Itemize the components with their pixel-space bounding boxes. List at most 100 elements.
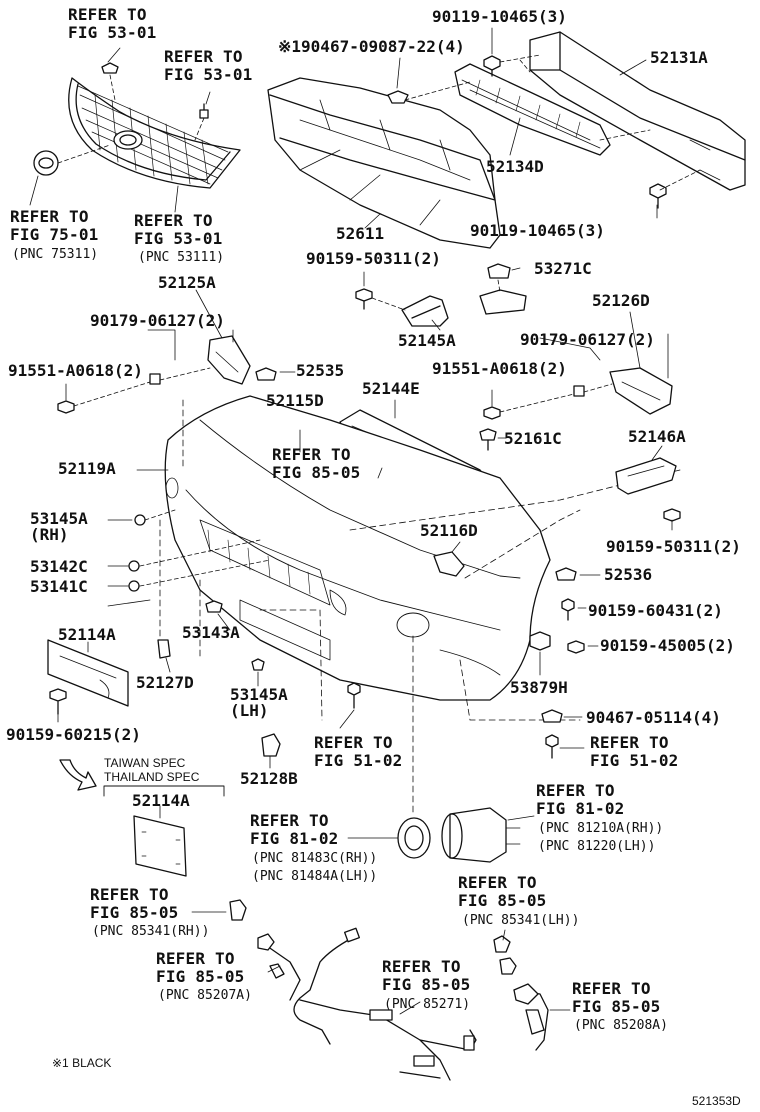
spec-arrow xyxy=(59,759,97,791)
license-plate-bracket-spec xyxy=(133,815,187,877)
footnote-black: ※1 BLACK xyxy=(52,1056,112,1070)
part-number-53141C: 53141C xyxy=(30,577,88,596)
pnc-fog-lamp-lh: (PNC 81220(LH)) xyxy=(538,839,656,854)
part-number-52536: 52536 xyxy=(604,565,653,584)
part-number-53145A-rh: 53145A xyxy=(30,509,88,528)
bracket-52116D xyxy=(433,551,465,577)
part-number-53142C: 53142C xyxy=(30,557,88,576)
part-number-52126D: 52126D xyxy=(592,291,650,310)
bolt-refer-51-02-right xyxy=(545,734,559,759)
part-number-91551-A0618-left: 91551-A0618(2) xyxy=(8,361,143,380)
screw-91551-left xyxy=(57,400,75,414)
rivet-90467 xyxy=(387,90,409,104)
part-number-52134D: 52134D xyxy=(486,157,544,176)
part-number-52611: 52611 xyxy=(336,224,385,243)
bracket-52146A xyxy=(615,457,677,495)
bumper-support-lower xyxy=(454,63,611,156)
clip-53142C xyxy=(128,560,140,572)
retainer-52145A xyxy=(401,295,449,327)
pnc-grille: (PNC 53111) xyxy=(138,250,225,265)
radiator-grille xyxy=(68,77,241,189)
pnc-harness-85207A: (PNC 85207A) xyxy=(158,988,252,1003)
pnc-fog-lamp-rh: (PNC 81210A(RH)) xyxy=(538,821,664,836)
part-number-90179-06127-left: 90179-06127(2) xyxy=(90,311,225,330)
part-number-90179-06127-right: 90179-06127(2) xyxy=(520,330,655,349)
part-number-90159-60431: 90159-60431(2) xyxy=(588,601,723,620)
bracket-52127D xyxy=(157,639,171,659)
part-number-52131A: 52131A xyxy=(650,48,708,67)
license-plate-bracket-52114A xyxy=(47,639,129,707)
spec-note-thailand: THAILAND SPEC xyxy=(104,770,200,784)
sensor-harness-85271 xyxy=(293,927,477,1081)
pnc-harness-85271: (PNC 85271) xyxy=(384,997,471,1012)
bolt-refer-51-02-center xyxy=(347,682,361,709)
clip-90179-left xyxy=(149,373,161,385)
part-number-52535: 52535 xyxy=(296,361,345,380)
pnc-harness-85208A: (PNC 85208A) xyxy=(574,1018,668,1033)
part-number-52114A: 52114A xyxy=(58,625,116,644)
bolt-90159-50311 xyxy=(355,288,373,310)
clip-53879H xyxy=(529,631,551,651)
part-number-53145A-lh-sub: (LH) xyxy=(230,701,269,720)
part-number-90119-10465-lower: 90119-10465(3) xyxy=(470,221,605,240)
spec-note-taiwan: TAIWAN SPEC xyxy=(104,756,186,770)
clip-52535 xyxy=(255,367,277,381)
part-number-52115D: 52115D xyxy=(266,391,324,410)
part-number-90467-05114: 90467-05114(4) xyxy=(586,708,721,727)
bolt-90159-60215 xyxy=(49,688,67,715)
clip-90179-right xyxy=(573,385,585,397)
clip-53271C xyxy=(479,263,527,315)
part-number-53145A-lh: 53145A xyxy=(230,685,288,704)
pnc-fog-cover-lh: (PNC 81484A(LH)) xyxy=(252,869,378,884)
part-number-53143A: 53143A xyxy=(182,623,240,642)
part-number-90159-45005: 90159-45005(2) xyxy=(600,636,735,655)
screw-91551-right xyxy=(483,406,501,420)
part-number-53145A-rh-sub: (RH) xyxy=(30,525,69,544)
grille-clip xyxy=(101,62,209,119)
clip-52536 xyxy=(555,567,577,581)
part-number-52114A-spec: 52114A xyxy=(132,791,190,810)
clip-53141C xyxy=(128,580,140,592)
part-number-90159-60215: 90159-60215(2) xyxy=(6,725,141,744)
part-number-90467-09087-22: ※190467-09087-22(4) xyxy=(278,37,465,56)
side-retainer-left xyxy=(207,335,251,385)
part-number-53271C: 53271C xyxy=(534,259,592,278)
bolt-90159-60431 xyxy=(561,598,575,621)
part-number-52146A: 52146A xyxy=(628,427,686,446)
clip-52161C xyxy=(479,428,497,451)
diagram-code: 521353D xyxy=(692,1094,741,1108)
sensor-lh xyxy=(493,935,511,953)
pnc-sensor-rh: (PNC 85341(RH)) xyxy=(92,924,210,939)
fog-lamp xyxy=(441,807,521,863)
part-number-52116D: 52116D xyxy=(420,521,478,540)
part-number-52161C: 52161C xyxy=(504,429,562,448)
cover-52128B xyxy=(261,733,281,757)
fog-lamp-cover xyxy=(397,817,431,859)
clip-53143A xyxy=(205,600,223,613)
part-number-52119A: 52119A xyxy=(58,459,116,478)
sensor-harness-85208A xyxy=(513,983,549,1051)
bumper-reinforcement xyxy=(529,31,746,191)
pnc-sensor-lh: (PNC 85341(LH)) xyxy=(462,913,580,928)
part-number-90159-50311-upper: 90159-50311(2) xyxy=(306,249,441,268)
side-retainer-right xyxy=(609,367,673,415)
grille-emblem xyxy=(33,150,59,176)
rivet-90467-05114 xyxy=(541,709,563,723)
part-number-53879H: 53879H xyxy=(510,678,568,697)
clip-53145A-rh xyxy=(134,514,146,526)
clip-sensor-small xyxy=(499,957,517,975)
